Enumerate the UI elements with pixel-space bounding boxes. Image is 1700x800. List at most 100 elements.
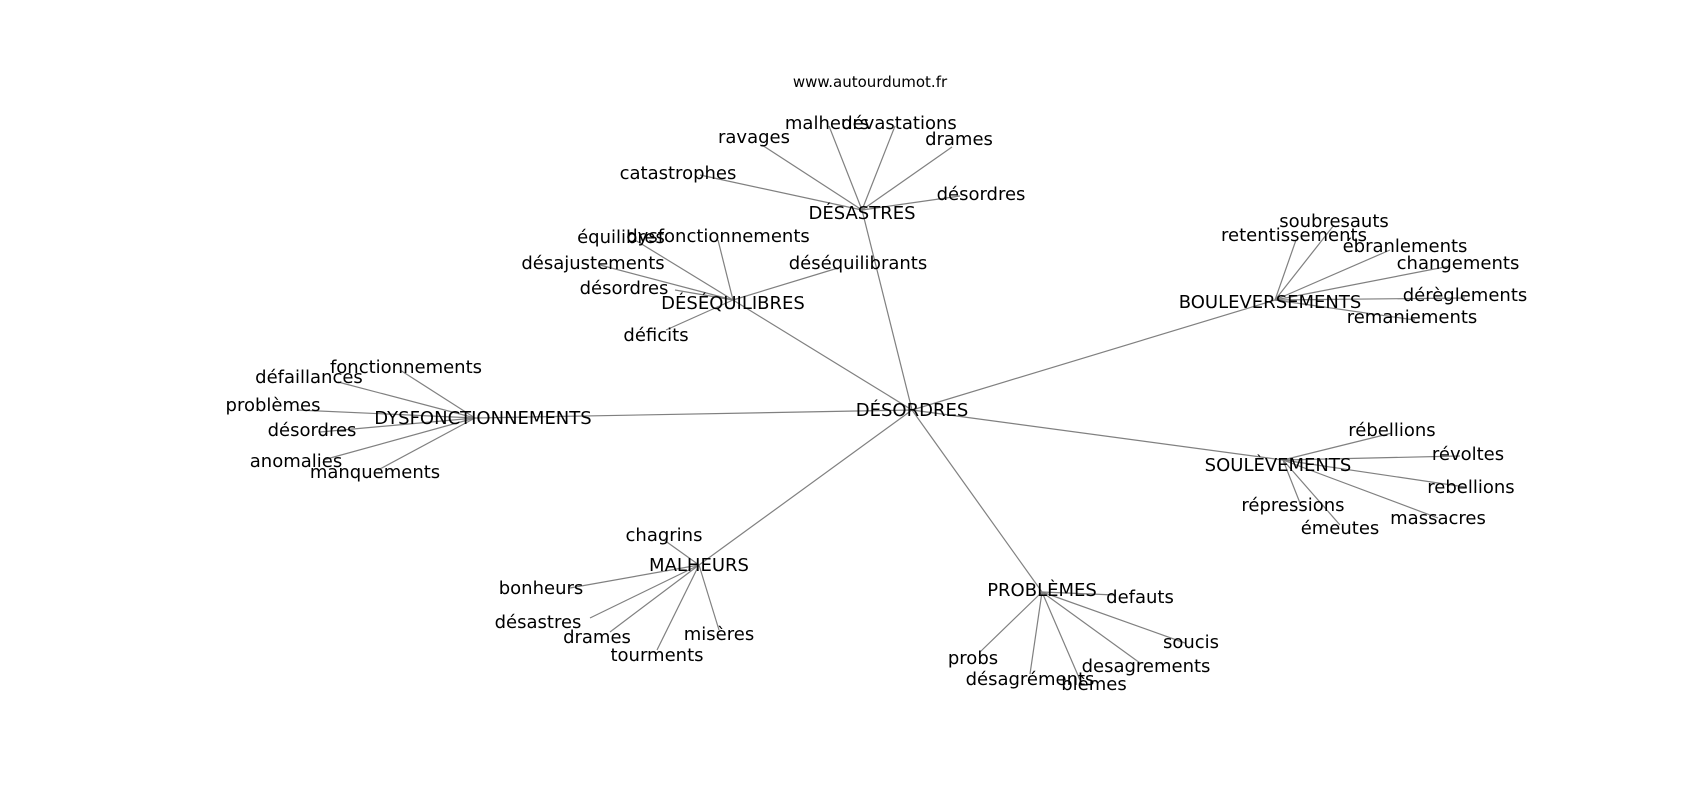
leaf-node-dysfonctionnements-defaillances: défaillances (255, 367, 363, 388)
edge-dysfonctionnements-problemes (296, 409, 476, 419)
leaf-node-dysfonctionnements-desordres: désordres (268, 420, 357, 441)
leaf-node-dysfonctionnements-anomalies: anomalies (250, 451, 342, 472)
edge-dysfonctionnements-anomalies (322, 417, 476, 461)
leaf-node-soulevements-repressions: répressions (1241, 495, 1344, 516)
edge-center-desastres (861, 209, 913, 411)
center-node-label: DÉSORDRES (856, 399, 969, 421)
graph-edges (296, 125, 1466, 681)
edge-bouleversements-dereglements (1274, 297, 1466, 301)
leaf-node-problemes-desagrements: desagrements (1082, 656, 1211, 677)
edge-desastres-devastations (861, 125, 896, 211)
leaf-node-malheurs-desastres: désastres (495, 612, 582, 633)
edge-soulevements-rebellions (1282, 459, 1466, 488)
leaf-node-soulevements-revoltes: révoltes (1432, 444, 1504, 465)
leaf-node-soulevements-rebellions: rébellions (1348, 420, 1435, 441)
edge-soulevements-massacres (1282, 459, 1439, 519)
leaf-node-desequilibres-deficits: déficits (623, 325, 688, 346)
leaf-node-malheurs-drames: drames (563, 627, 631, 648)
watermark-text: www.autourdumot.fr (793, 73, 948, 91)
leaf-node-malheurs-chagrins: chagrins (626, 525, 703, 546)
hub-node-dysfonctionnements: DYSFONCTIONNEMENTS (374, 408, 591, 429)
leaf-node-bouleversements-retentissements: retentissements (1221, 225, 1367, 246)
edge-bouleversements-soubresauts (1274, 224, 1335, 301)
leaf-node-bouleversements-changements: changements (1397, 253, 1520, 274)
edge-problemes-soucis (1041, 591, 1186, 644)
edge-desequilibres-desordres (674, 289, 734, 301)
edge-problemes-probs (979, 591, 1043, 653)
hub-node-desastres: DÉSASTRES (808, 202, 915, 224)
edge-center-dysfonctionnements (474, 409, 913, 419)
leaf-node-desequilibres-desajustements: désajustements (521, 253, 664, 274)
leaf-node-dysfonctionnements-manquements: manquements (310, 462, 440, 483)
hub-node-desequilibres: DÉSÉQUILIBRES (661, 292, 805, 314)
leaf-node-dysfonctionnements-fonctionnements: fonctionnements (330, 357, 482, 378)
edge-desastres-catastrophes (699, 174, 863, 211)
leaf-node-problemes-soucis: soucis (1163, 632, 1219, 653)
edge-malheurs-desastres (589, 564, 700, 619)
edge-malheurs-tourments (656, 564, 700, 651)
edge-malheurs-miseres (698, 564, 720, 631)
edge-desastres-malheurs (828, 125, 863, 211)
hub-node-problemes: PROBLÈMES (987, 579, 1097, 601)
leaf-node-desastres-drames: drames (925, 129, 993, 150)
edge-malheurs-chagrins (663, 539, 700, 566)
leaf-node-desastres-desordres: désordres (937, 184, 1026, 205)
edge-dysfonctionnements-desordres (319, 417, 476, 433)
leaf-node-malheurs-bonheurs: bonheurs (499, 578, 584, 599)
leaf-node-desastres-ravages: ravages (718, 127, 790, 148)
edge-desequilibres-desajustements (599, 264, 734, 301)
leaf-node-desastres-devastations: dévastations (841, 113, 957, 134)
edge-bouleversements-changements (1274, 265, 1451, 301)
edge-desequilibres-equilibres (634, 239, 734, 301)
edge-soulevements-repressions (1282, 459, 1301, 504)
edge-desastres-drames (861, 146, 953, 211)
edge-soulevements-rebellions (1282, 432, 1393, 461)
hub-node-bouleversements: BOULEVERSEMENTS (1179, 292, 1362, 313)
leaf-node-desastres-catastrophes: catastrophes (620, 163, 737, 184)
edge-center-bouleversements (911, 299, 1276, 411)
leaf-node-malheurs-tourments: tourments (610, 645, 703, 666)
edge-bouleversements-retentissements (1274, 239, 1297, 301)
hub-node-malheurs: MALHEURS (649, 555, 749, 576)
leaf-node-problemes-probs: probs (948, 648, 998, 669)
edge-dysfonctionnements-fonctionnements (399, 369, 476, 419)
leaf-node-desastres-malheurs: malheurs (785, 113, 869, 134)
edge-problemes-desagrements (1041, 591, 1141, 664)
edge-dysfonctionnements-defaillances (337, 381, 476, 419)
edge-center-desequilibres (732, 299, 913, 411)
edge-soulevements-emeutes (1282, 459, 1341, 526)
leaf-node-problemes-blemes: blèmes (1061, 674, 1127, 695)
leaf-node-soulevements-rebellions: rebellions (1427, 477, 1514, 498)
leaf-node-desequilibres-desordres: désordres (580, 278, 669, 299)
edge-desequilibres-desequilibrants (732, 267, 839, 301)
edge-center-soulevements (911, 409, 1284, 461)
edge-desequilibres-dysfonctionnements (717, 239, 734, 301)
leaf-node-dysfonctionnements-problemes: problèmes (226, 395, 321, 416)
edge-problemes-desagrements (1029, 591, 1043, 675)
edge-desastres-ravages (761, 144, 863, 211)
edge-soulevements-revoltes (1282, 455, 1461, 461)
leaf-node-problemes-defauts: defauts (1106, 587, 1174, 608)
leaf-node-soulevements-massacres: massacres (1390, 508, 1486, 529)
leaf-node-bouleversements-ebranlements: ébranlements (1343, 236, 1468, 257)
leaf-node-bouleversements-dereglements: dérèglements (1403, 285, 1528, 306)
edge-desequilibres-deficits (665, 299, 734, 331)
edge-problemes-defauts (1041, 591, 1116, 596)
leaf-node-desequilibres-dysfonctionnements: dysfonctionnements (626, 226, 810, 247)
edge-bouleversements-ebranlements (1274, 249, 1391, 301)
leaf-node-soulevements-emeutes: émeutes (1301, 518, 1380, 539)
leaf-node-malheurs-miseres: misères (684, 624, 754, 645)
leaf-node-problemes-desagrements: désagréments (966, 669, 1095, 690)
edge-center-problemes (911, 409, 1043, 593)
edge-malheurs-drames (609, 564, 700, 633)
edge-malheurs-bonheurs (569, 564, 700, 589)
leaf-node-bouleversements-soubresauts: soubresauts (1279, 211, 1389, 232)
leaf-node-desequilibres-equilibres: équilibres (577, 227, 665, 248)
edge-desastres-desordres (861, 195, 961, 211)
leaf-node-bouleversements-remaniements: remaniements (1347, 307, 1478, 328)
edge-dysfonctionnements-manquements (377, 417, 476, 471)
hub-node-soulevements: SOULÈVEMENTS (1205, 454, 1352, 476)
leaf-node-desequilibres-desequilibrants: déséquilibrants (789, 253, 928, 274)
